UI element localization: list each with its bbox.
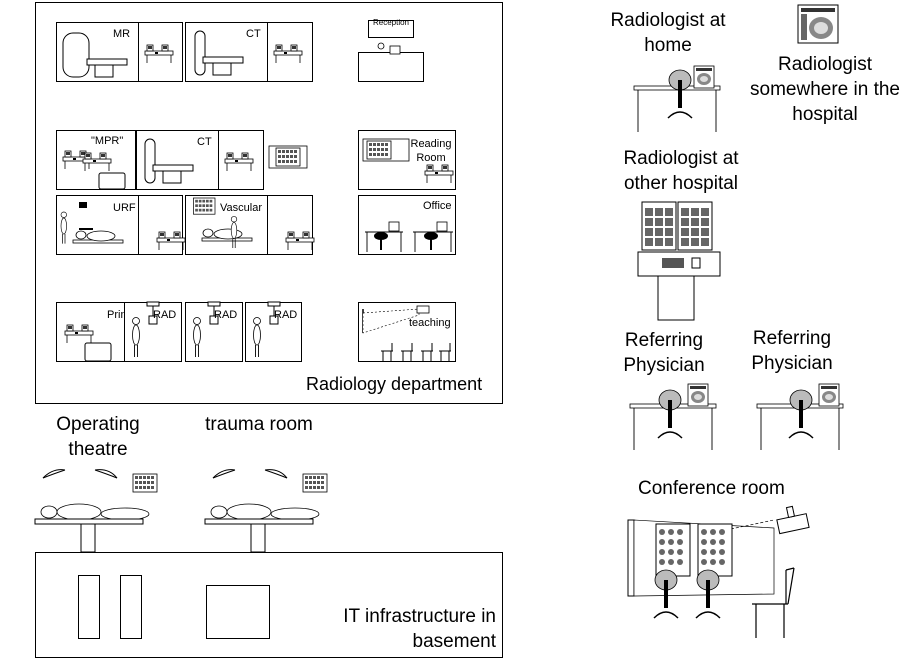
reception-desk [358, 52, 424, 82]
ct-room-middle: CT [136, 130, 264, 190]
person-icon [132, 317, 140, 358]
person-icon [193, 317, 201, 358]
referring-desk-scene-1 [629, 383, 717, 451]
workstation-icon [285, 231, 315, 251]
remote-workstation-scene [637, 201, 721, 321]
xray-tube-icon [146, 301, 160, 325]
rad-room-2-label: RAD [214, 309, 238, 321]
radiologist-home-label: Radiologist at home [610, 10, 726, 56]
ct-room-top: CT [185, 22, 313, 82]
office-room-label: Office [423, 200, 452, 212]
rad-room-3-label: RAD [274, 309, 298, 321]
radiologist-hospital-label: Radiologist somewhere in the hospital [750, 54, 900, 125]
office-room: Office [358, 195, 456, 255]
reception-label: Reception [372, 18, 410, 27]
mr-room-label: MR [113, 28, 131, 40]
rad-room-1: RAD [124, 301, 182, 362]
rad-room-3: RAD [245, 301, 302, 362]
ct-scanner-icon [144, 138, 194, 184]
mr-scanner-icon [62, 32, 128, 78]
workstation-icon [156, 231, 186, 251]
trauma-room-label: trauma room [205, 414, 313, 435]
office-desks-icon [365, 221, 453, 252]
vascular-room: Vascular [185, 195, 315, 255]
teaching-room-label: teaching [409, 317, 451, 329]
reading-room-label: Reading Room [410, 138, 452, 164]
home-desk-scene [633, 65, 721, 133]
rad-room-2: RAD [185, 301, 243, 362]
xray-tube-icon [207, 301, 221, 325]
mpr-room-label: "MPR" [91, 135, 124, 147]
xray-tube-icon [267, 301, 281, 325]
vascular-scene-icon [192, 197, 253, 249]
person-icon [253, 317, 261, 358]
mpr-room: "MPR" [56, 130, 136, 190]
ct-room-middle-label: CT [197, 136, 212, 148]
server-rack [120, 575, 142, 639]
printer-icon [98, 172, 126, 190]
urf-scene-icon [60, 202, 124, 244]
ct-scanner-icon [194, 30, 244, 76]
mr-room: MR [56, 22, 183, 82]
it-infrastructure-box [35, 552, 503, 658]
it-infrastructure-label: IT infrastructure in basement [343, 606, 496, 652]
teaching-room: teaching [358, 302, 456, 362]
referring-physician-1-label: Referring Physician [623, 330, 705, 376]
urf-room: URF [56, 195, 186, 255]
urf-room-label: URF [113, 202, 136, 214]
operating-theatre-label: Operating theatre [56, 414, 140, 460]
storage-unit [206, 585, 270, 639]
mobile-device-icon [797, 4, 839, 44]
server-rack [78, 575, 100, 639]
workstation-icon [144, 44, 174, 64]
teaching-scene-icon [362, 305, 451, 361]
ct-room-top-label: CT [246, 28, 261, 40]
conference-room-label: Conference room [638, 478, 785, 499]
reception-sign [368, 20, 414, 38]
urf-control-room [138, 195, 183, 255]
vascular-control-room [267, 195, 313, 255]
conference-room-scene [627, 505, 810, 638]
lightbox-icon [362, 138, 410, 162]
receptionist-icon [377, 42, 401, 55]
radiology-department-label: Radiology department [306, 374, 483, 394]
printer-icon [84, 342, 112, 362]
workstation-icon [273, 44, 303, 64]
operating-table-scene [34, 469, 158, 553]
radiologist-other-label: Radiologist at other hospital [623, 148, 739, 194]
referring-physician-2-label: Referring Physician [751, 328, 833, 374]
image-viewer-icon [268, 145, 308, 169]
trauma-table-scene [204, 469, 328, 553]
workstation-icon [224, 152, 254, 172]
workstation-icon [424, 164, 454, 184]
referring-desk-scene-2 [756, 383, 844, 451]
reading-room: Reading Room [358, 130, 456, 190]
rad-room-1-label: RAD [153, 309, 177, 321]
workstation-icon [82, 152, 112, 172]
vascular-room-label: Vascular [220, 202, 262, 214]
